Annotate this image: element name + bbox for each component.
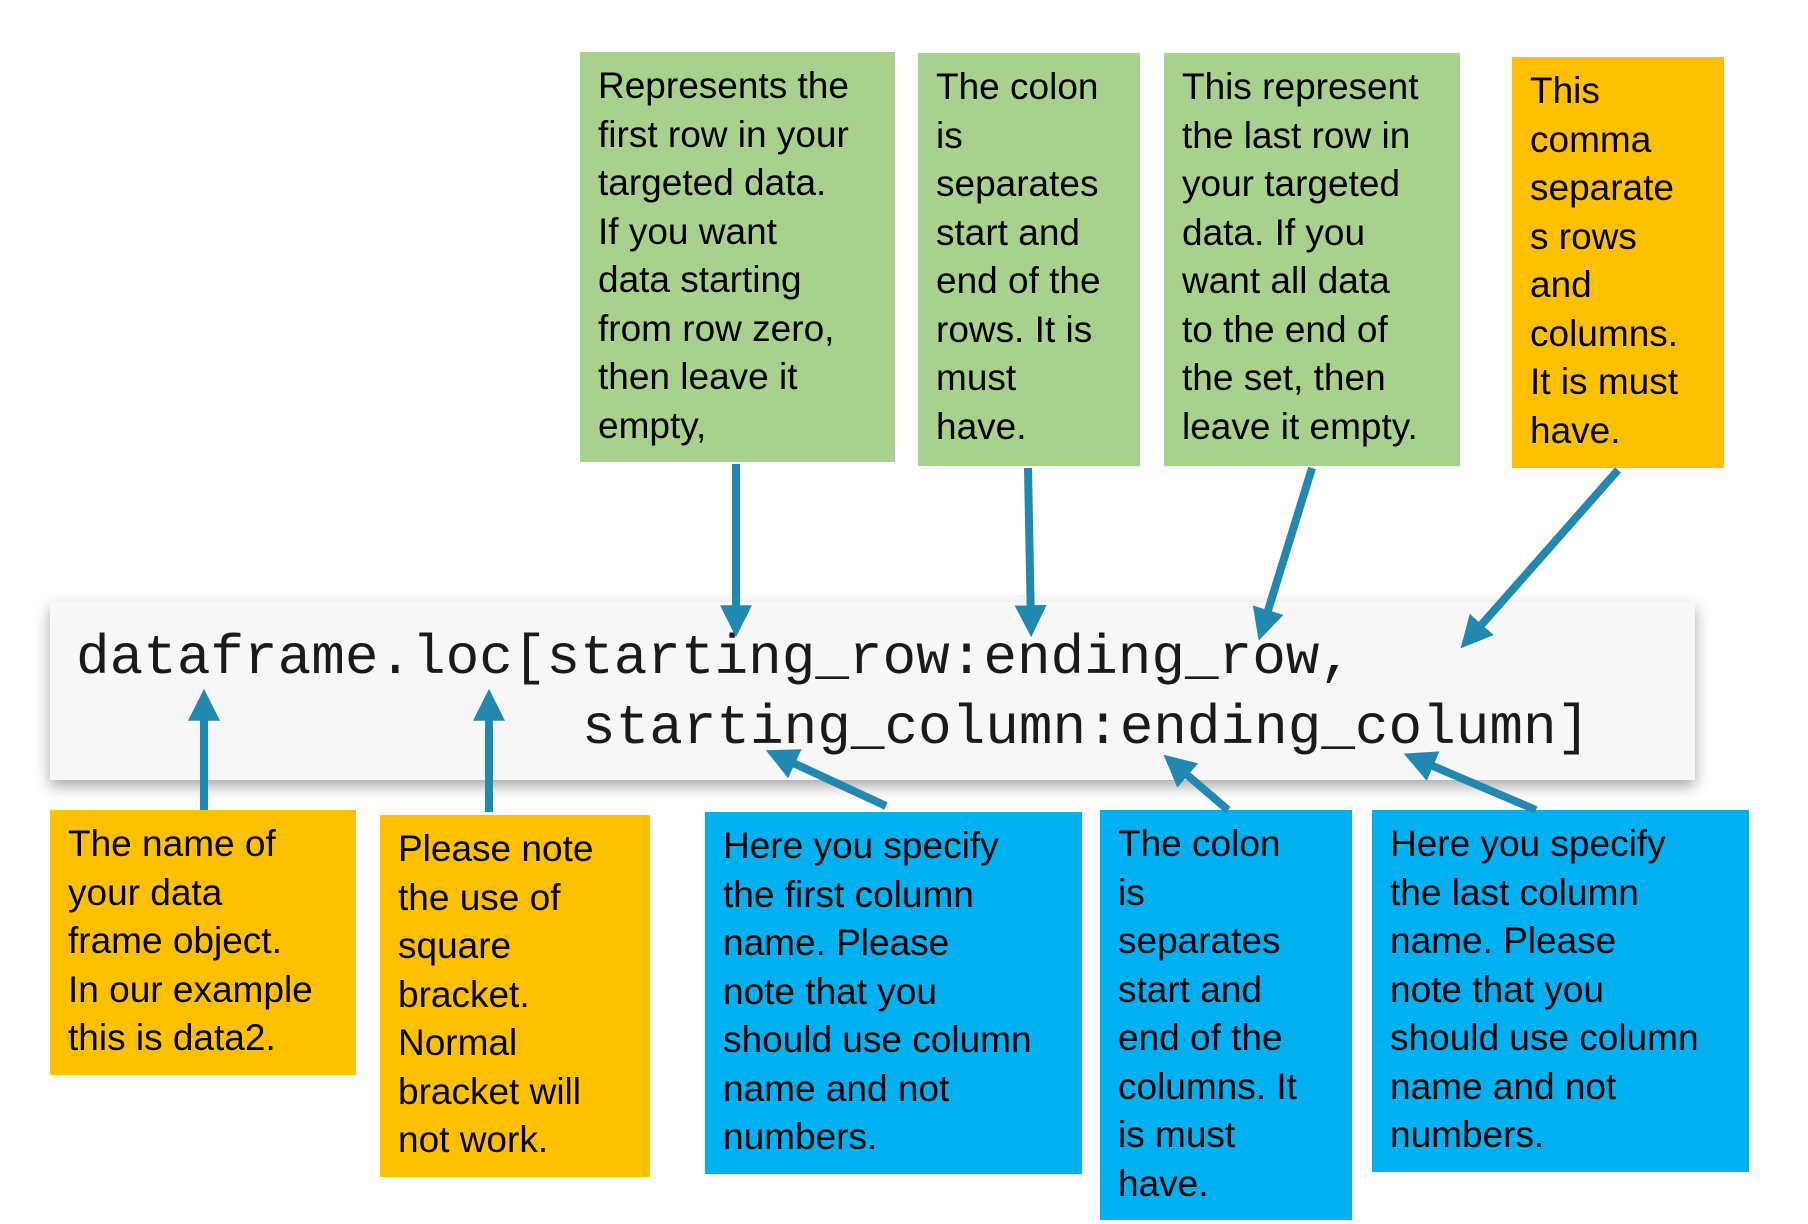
annotation-dataframe-name: The name of your data frame object. In o…	[50, 810, 356, 1075]
annotation-first-column: Here you specify the first column name. …	[705, 812, 1082, 1174]
arrow-first-column	[765, 749, 888, 810]
arrow-column-colon	[1163, 754, 1231, 814]
code-line-2: starting_column:ending_column]	[582, 696, 1591, 760]
code-line-1: dataframe.loc[starting_row:ending_row,	[76, 626, 1354, 690]
arrow-row-colon	[1014, 467, 1047, 638]
annotation-last-column: Here you specify the last column name. P…	[1372, 810, 1749, 1172]
annotation-row-colon: The colon is separates start and end of …	[918, 53, 1140, 466]
arrow-last-column	[1403, 751, 1538, 814]
annotation-column-colon: The colon is separates start and end of …	[1100, 810, 1352, 1220]
annotation-comma: This comma separate s rows and columns. …	[1512, 57, 1724, 468]
annotation-last-row: This represent the last row in your targ…	[1164, 53, 1460, 466]
arrow-comma	[1460, 467, 1621, 649]
code-snippet-bar: dataframe.loc[starting_row:ending_row, s…	[50, 602, 1695, 780]
annotation-square-bracket: Please note the use of square bracket. N…	[380, 815, 650, 1177]
arrow-last-row	[1252, 466, 1316, 641]
annotation-first-row: Represents the first row in your targete…	[580, 52, 895, 462]
